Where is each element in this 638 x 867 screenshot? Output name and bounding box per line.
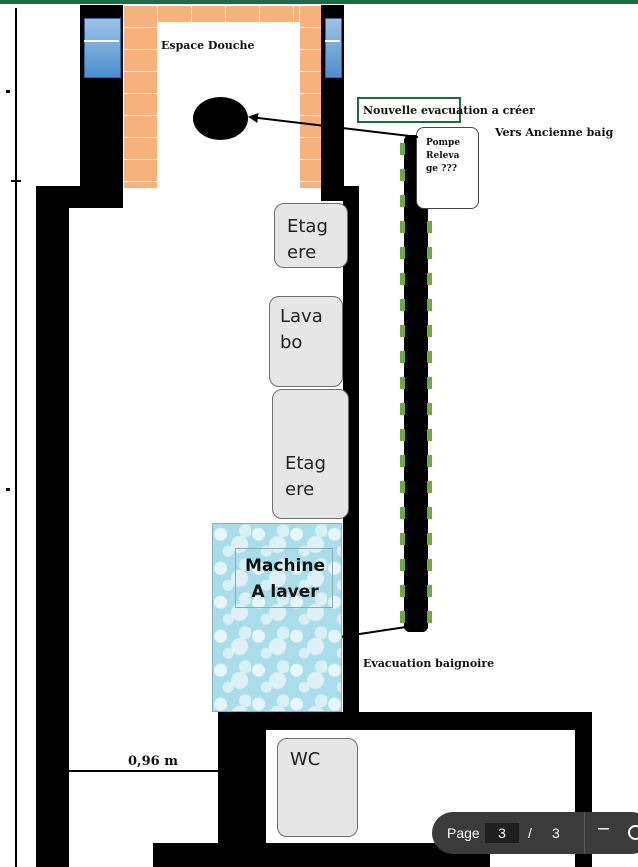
etagere-top-line-2: ere bbox=[287, 242, 317, 263]
wc-wall-top bbox=[218, 712, 592, 730]
page-separator: / bbox=[528, 825, 532, 841]
old-bath-label: Vers Ancienne baig bbox=[495, 126, 614, 139]
wall-right bbox=[343, 186, 359, 714]
bath-evacuation-label: Evacuation baignoire bbox=[363, 657, 495, 670]
etagere-bottom-line-1: Etag bbox=[285, 453, 326, 474]
top-border bbox=[0, 0, 638, 4]
dimension-line-left bbox=[15, 8, 17, 867]
lavabo: Lava bo bbox=[269, 296, 343, 387]
page-label: Page bbox=[447, 825, 480, 841]
wall-left bbox=[36, 186, 69, 867]
dimension-mark bbox=[6, 488, 10, 491]
washer-line-1: Machine bbox=[244, 556, 326, 576]
pump-line-3: ge ??? bbox=[426, 164, 457, 174]
zoom-search-icon[interactable] bbox=[628, 825, 638, 840]
wc-wall-left bbox=[218, 712, 266, 867]
new-evacuation-frame bbox=[357, 97, 461, 123]
pump-line-1: Pompe bbox=[426, 138, 461, 148]
shower-label: Espace Douche bbox=[161, 39, 255, 52]
etagere-bottom-line-2: ere bbox=[285, 479, 315, 500]
arrow-to-shower-drain bbox=[248, 112, 419, 138]
wc-label: WC bbox=[290, 749, 321, 770]
dimension-line-width bbox=[69, 770, 218, 772]
shower-tiles-right bbox=[299, 5, 321, 188]
dimension-label: 0,96 m bbox=[128, 754, 178, 769]
evacuation-pipe-dashes bbox=[400, 135, 432, 632]
pump-box: Pompe Releva ge ??? bbox=[416, 127, 479, 209]
page-total: 3 bbox=[552, 825, 560, 841]
washing-machine-frame bbox=[235, 548, 333, 608]
lavabo-line-1: Lava bbox=[280, 306, 323, 327]
shower-divider-right bbox=[325, 40, 340, 42]
shower-drain-icon bbox=[193, 97, 248, 140]
wc-wall-bottom bbox=[153, 843, 490, 867]
shower-tiles-top bbox=[123, 5, 321, 22]
dimension-tick bbox=[11, 180, 21, 182]
shower-glass-right bbox=[325, 18, 342, 78]
etagere-bottom: Etag ere bbox=[272, 389, 349, 519]
washing-machine-label: Machine A laver bbox=[234, 553, 336, 605]
lavabo-line-2: bo bbox=[280, 332, 303, 353]
washing-machine bbox=[212, 523, 342, 712]
pager-divider bbox=[584, 812, 585, 854]
shower-divider-left bbox=[84, 40, 119, 42]
new-evacuation-label: Nouvelle evacuation a créer bbox=[363, 104, 535, 117]
shower-tiles-left bbox=[123, 5, 157, 188]
dimension-mark bbox=[6, 90, 10, 93]
shower-glass-left bbox=[84, 18, 121, 78]
zoom-out-icon[interactable]: – bbox=[598, 817, 610, 839]
etagere-top: Etag ere bbox=[274, 203, 348, 268]
etagere-top-line-1: Etag bbox=[287, 216, 328, 237]
page-number-input[interactable]: 3 bbox=[485, 823, 519, 843]
wc: WC bbox=[277, 738, 358, 837]
page-navigator: Page 3 / 3 – bbox=[432, 812, 638, 854]
washer-line-2: A laver bbox=[251, 582, 319, 602]
pump-line-2: Releva bbox=[426, 151, 460, 161]
